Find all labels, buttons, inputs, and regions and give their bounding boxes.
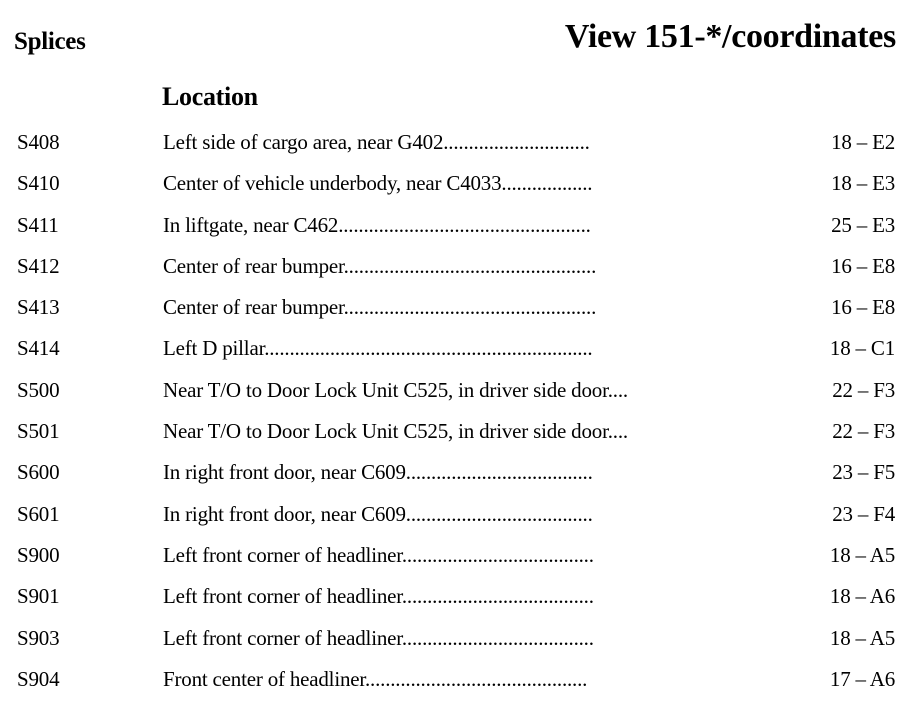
splice-coordinates: 22 – F3 [832, 377, 895, 402]
splice-coordinates: 23 – F4 [832, 501, 895, 526]
splice-table: S408 Left side of cargo area, near G402.… [0, 122, 908, 700]
splice-coordinates: 18 – A6 [829, 584, 895, 609]
splice-id: S413 [17, 295, 60, 320]
splice-id: S900 [17, 542, 60, 567]
splice-coordinates: 22 – F3 [832, 419, 895, 444]
splice-location: Left D pillar...........................… [163, 336, 593, 361]
splice-id: S903 [17, 625, 60, 650]
splice-id: S904 [17, 666, 60, 691]
splice-id: S600 [17, 460, 60, 485]
table-row: S900 Left front corner of headliner.....… [0, 535, 908, 576]
splice-id: S501 [17, 419, 60, 444]
splice-id: S901 [17, 584, 60, 609]
table-row: S413 Center of rear bumper..............… [0, 287, 908, 328]
table-row: S904 Front center of headliner..........… [0, 659, 908, 700]
splice-location: Front center of headliner...............… [163, 666, 588, 691]
splice-location: Center of vehicle underbody, near C4033.… [163, 171, 593, 196]
splice-id: S601 [17, 501, 60, 526]
splice-location: Near T/O to Door Lock Unit C525, in driv… [163, 377, 628, 402]
splice-coordinates: 17 – A6 [829, 666, 895, 691]
location-column-heading: Location [162, 82, 258, 111]
table-row: S601 In right front door, near C609.....… [0, 494, 908, 535]
splice-coordinates: 18 – E2 [831, 130, 895, 154]
splice-coordinates: 23 – F5 [832, 460, 895, 485]
view-title: View 151-*/coordinates [564, 18, 896, 55]
splice-id: S411 [17, 212, 59, 237]
splice-coordinates: 18 – A5 [829, 625, 895, 650]
splice-coordinates: 18 – A5 [829, 542, 895, 567]
table-row: S408 Left side of cargo area, near G402.… [0, 122, 908, 163]
table-row: S414 Left D pillar......................… [0, 328, 908, 369]
splice-location: Center of rear bumper...................… [163, 295, 597, 320]
splice-id: S412 [17, 253, 60, 278]
table-row: S901 Left front corner of headliner.....… [0, 576, 908, 617]
table-row: S903 Left front corner of headliner.....… [0, 618, 908, 659]
splice-location: Left front corner of headliner..........… [163, 625, 594, 650]
table-row: S501 Near T/O to Door Lock Unit C525, in… [0, 411, 908, 452]
splice-location: Left front corner of headliner..........… [163, 584, 594, 609]
splice-location: Left side of cargo area, near G402......… [163, 130, 590, 154]
splice-coordinates: 16 – E8 [831, 295, 895, 320]
table-row: S600 In right front door, near C609.....… [0, 452, 908, 493]
table-row: S411 In liftgate, near C462.............… [0, 205, 908, 246]
table-row: S412 Center of rear bumper..............… [0, 246, 908, 287]
splice-location: Left front corner of headliner..........… [163, 542, 594, 567]
splice-id: S410 [17, 171, 60, 196]
splice-location: Near T/O to Door Lock Unit C525, in driv… [163, 419, 628, 444]
splice-id: S408 [17, 130, 60, 154]
splice-location: In right front door, near C609..........… [163, 501, 593, 526]
splice-coordinates: 25 – E3 [831, 212, 895, 237]
splice-coordinates: 18 – C1 [829, 336, 895, 361]
table-row: S410 Center of vehicle underbody, near C… [0, 163, 908, 204]
section-title: Splices [14, 28, 86, 55]
splice-id: S414 [17, 336, 60, 361]
splice-id: S500 [17, 377, 60, 402]
splice-coordinates: 18 – E3 [831, 171, 895, 196]
splice-coordinates: 16 – E8 [831, 253, 895, 278]
splice-location: Center of rear bumper...................… [163, 253, 597, 278]
splice-location: In liftgate, near C462..................… [163, 212, 591, 237]
splice-location: In right front door, near C609..........… [163, 460, 593, 485]
table-row: S500 Near T/O to Door Lock Unit C525, in… [0, 370, 908, 411]
